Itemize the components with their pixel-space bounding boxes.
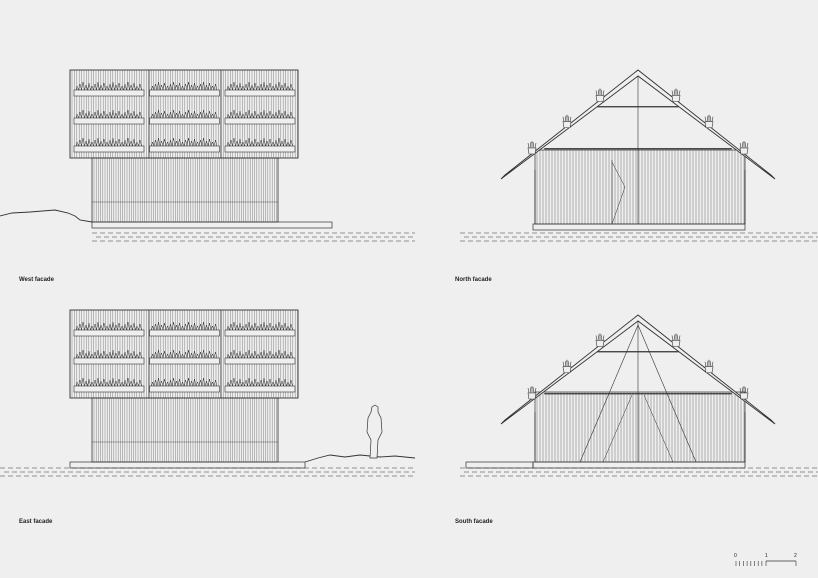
plant <box>595 88 605 96</box>
plant-pot <box>527 392 537 400</box>
terrain-line <box>304 454 416 463</box>
plants <box>151 137 218 147</box>
planter-trough <box>149 117 220 125</box>
planter-trough <box>73 357 145 365</box>
plinth <box>69 461 306 469</box>
plinth <box>532 461 746 469</box>
plant <box>704 359 714 367</box>
plant-pot <box>671 340 681 347</box>
brace <box>643 394 674 463</box>
scale-bar <box>735 560 797 566</box>
planter-trough <box>149 329 220 337</box>
planter-trough <box>73 145 145 153</box>
plants <box>226 137 293 147</box>
plants <box>226 377 293 387</box>
plant <box>671 88 681 96</box>
planter-trough <box>73 385 145 393</box>
brace <box>637 324 697 463</box>
north-facade-drawing <box>460 69 818 242</box>
north-facade-label: North facade <box>455 277 492 283</box>
plants <box>151 349 218 359</box>
door-swing <box>611 161 626 225</box>
planter-trough <box>224 89 296 97</box>
planter-trough <box>149 385 220 393</box>
plants <box>151 321 218 331</box>
scale-tick-1: 1 <box>765 553 768 559</box>
plants <box>226 81 293 91</box>
planter-trough <box>73 329 145 337</box>
wall-outline <box>534 149 746 225</box>
scale-tick-0: 0 <box>734 553 737 559</box>
plant <box>739 386 749 394</box>
plant <box>704 114 714 122</box>
east-facade-drawing <box>0 309 416 477</box>
wall-outline <box>534 391 746 463</box>
plant <box>527 386 537 394</box>
planter-trough <box>149 357 220 365</box>
plant-pot <box>704 121 714 129</box>
plants <box>75 377 142 387</box>
south-facade-drawing <box>460 314 818 477</box>
planter-trough <box>224 145 296 153</box>
plant <box>562 359 572 367</box>
plant <box>562 114 572 122</box>
plant-pot <box>704 366 714 374</box>
plant-pot <box>739 147 749 155</box>
plant-pot <box>739 392 749 400</box>
plants <box>75 349 142 359</box>
roof <box>500 69 776 180</box>
planter-trough <box>224 329 296 337</box>
planter-trough <box>224 385 296 393</box>
plant <box>671 333 681 341</box>
plant-pot <box>562 121 572 129</box>
plants <box>75 109 142 119</box>
east-facade-label: East facade <box>19 519 53 525</box>
scale-tick-2: 2 <box>794 553 797 559</box>
human-figure <box>366 404 383 459</box>
brace <box>602 394 633 463</box>
terrain-line <box>0 209 93 223</box>
west-facade-drawing <box>0 69 415 242</box>
plants <box>151 109 218 119</box>
plant-pot <box>671 95 681 102</box>
plant <box>595 333 605 341</box>
plants <box>151 81 218 91</box>
plants <box>75 321 142 331</box>
south-facade-label: South facade <box>455 519 493 525</box>
plinth <box>532 223 746 231</box>
planter-trough <box>149 145 220 153</box>
brace <box>579 324 639 463</box>
plants <box>151 377 218 387</box>
plants <box>226 109 293 119</box>
plants <box>226 321 293 331</box>
planter-trough <box>224 357 296 365</box>
plant <box>527 141 537 149</box>
planter-trough <box>224 117 296 125</box>
plants <box>226 349 293 359</box>
plant-pot <box>595 340 605 347</box>
plant <box>739 141 749 149</box>
west-facade-label: West facade <box>19 277 54 283</box>
roof <box>500 314 776 425</box>
planter-trough <box>149 89 220 97</box>
plants <box>75 81 142 91</box>
planter-trough <box>73 117 145 125</box>
plinth <box>91 221 333 229</box>
terrace <box>465 461 534 469</box>
planter-trough <box>73 89 145 97</box>
plant-pot <box>595 95 605 102</box>
plant-pot <box>562 366 572 374</box>
plant-pot <box>527 147 537 155</box>
plants <box>75 137 142 147</box>
